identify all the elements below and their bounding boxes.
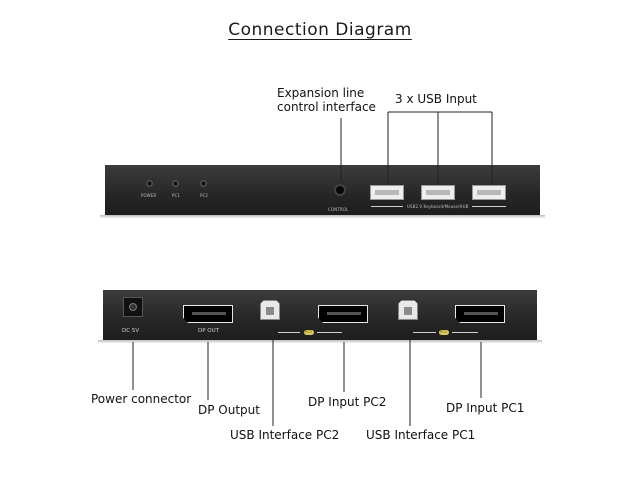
usb-a-port-1 bbox=[370, 185, 404, 200]
power-connector-label: Power connector bbox=[91, 392, 192, 406]
pc2-led-label: PC2 bbox=[200, 193, 209, 198]
usb-b-port-pc1 bbox=[398, 300, 418, 320]
dp-in-port-pc2 bbox=[318, 305, 368, 323]
control-label: CONTROL bbox=[328, 207, 349, 212]
diagram-title: Connection Diagram bbox=[0, 20, 640, 40]
usb-interface-pc2-label: USB Interface PC2 bbox=[230, 428, 340, 442]
back-panel-shadow bbox=[98, 340, 542, 343]
pc2-led bbox=[200, 180, 207, 187]
dp-output-label: DP Output bbox=[198, 403, 260, 417]
pc2-bracket-right bbox=[317, 332, 342, 333]
dc-label: DC 5V bbox=[122, 328, 140, 334]
pc1-bracket-right bbox=[452, 332, 478, 333]
control-jack bbox=[334, 184, 346, 196]
expansion-label-line2: control interface bbox=[277, 100, 376, 114]
power-led-label: POWER bbox=[141, 193, 157, 198]
pc2-badge bbox=[304, 330, 314, 335]
back-panel: DC 5V DP OUT PC2 PC1 bbox=[103, 290, 537, 340]
diagram-title-text: Connection Diagram bbox=[228, 20, 412, 40]
dp-input-pc1-label: DP Input PC1 bbox=[446, 401, 525, 415]
usb-caption: USB2.0 Keyboard/Mouse/HUB bbox=[407, 204, 469, 209]
dp-out-port bbox=[183, 305, 233, 323]
dp-input-pc2-label: DP Input PC2 bbox=[308, 395, 387, 409]
usb-a-port-3 bbox=[472, 185, 506, 200]
usb-b-port-pc2 bbox=[260, 300, 280, 320]
pc1-led-label: PC1 bbox=[172, 193, 181, 198]
front-panel-shadow bbox=[100, 215, 545, 218]
usb-a-port-2 bbox=[421, 185, 455, 200]
usb-caption-bracket-right bbox=[472, 206, 506, 207]
front-panel: POWER PC1 PC2 CONTROL USB2.0 Keyboard/Mo… bbox=[105, 165, 540, 215]
pc1-badge bbox=[439, 330, 449, 335]
pc2-bracket-left bbox=[278, 332, 300, 333]
expansion-label-line1: Expansion line bbox=[277, 86, 365, 100]
usb-interface-pc1-label: USB Interface PC1 bbox=[366, 428, 476, 442]
pc1-bracket-left bbox=[413, 332, 436, 333]
pc2-badge-label: PC2 bbox=[305, 330, 313, 334]
power-led bbox=[146, 180, 153, 187]
pc1-badge-label: PC1 bbox=[440, 330, 448, 334]
dp-in-port-pc1 bbox=[455, 305, 505, 323]
usb-caption-bracket-left bbox=[371, 206, 403, 207]
dc-power-port bbox=[123, 297, 143, 317]
dp-out-label: DP OUT bbox=[198, 328, 220, 334]
usb-input-label: 3 x USB Input bbox=[395, 92, 477, 106]
pc1-led bbox=[172, 180, 179, 187]
